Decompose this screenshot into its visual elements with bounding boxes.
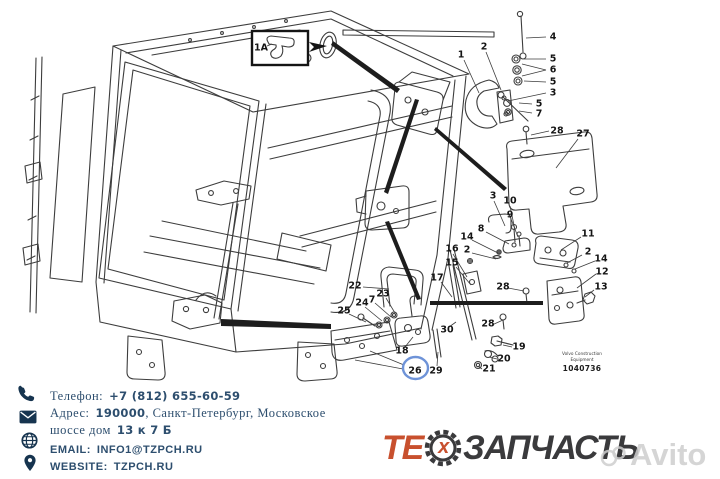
handle-detail-icon	[266, 35, 295, 59]
phone-number: +7 (812) 655-60-59	[109, 389, 241, 403]
inset-detail-box	[250, 29, 327, 67]
pointer-lines	[221, 41, 543, 329]
avito-watermark: Avito	[600, 437, 706, 473]
address-line2-number: 13 к 7 Б	[116, 423, 172, 437]
address-line2-text: шоссе дом	[50, 423, 111, 437]
contact-address-line1: Адрес: 190000, Санкт-Петербург, Московско…	[50, 402, 326, 421]
highlight-circle	[401, 355, 430, 381]
location-pin-icon	[23, 454, 41, 472]
envelope-icon	[19, 409, 37, 427]
doc-note: Volvo Construction Equipment 1040736	[550, 352, 614, 373]
watermark-text: Avito	[630, 437, 707, 472]
logo-gear-letter: х	[438, 435, 449, 458]
logo-suffix: ЗАПЧАСТЬ	[463, 428, 640, 467]
contact-email-line: EMAIL: INFO1@TZPCH.RU	[50, 438, 203, 457]
doc-note-brand-line1: Volvo Construction	[562, 351, 602, 357]
techzapchast-logo: ТЕ х ЗАПЧАСТЬ	[382, 428, 640, 468]
email-value: INFO1@TZPCH.RU	[96, 444, 203, 456]
address-rest: , Санкт-Петербург, Московское	[145, 406, 326, 420]
leader-lines	[266, 36, 597, 370]
contact-address-line2: шоссе дом 13 к 7 Б	[50, 419, 172, 438]
cab-line-art	[22, 10, 495, 382]
website-value: TZPCH.RU	[113, 461, 174, 473]
globe-icon	[21, 432, 39, 450]
parts-diagram	[22, 10, 598, 382]
contact-website-line: WEBSITE: TZPCH.RU	[50, 455, 173, 474]
gear-icon: х	[424, 429, 462, 467]
logo-prefix: ТЕ	[382, 428, 424, 467]
doc-note-brand-line2: Equipment	[570, 357, 594, 363]
website-label: WEBSITE:	[50, 461, 108, 473]
contact-phone-line: Телефон: +7 (812) 655-60-59	[50, 385, 240, 404]
watermark-dots-icon	[600, 446, 626, 467]
phone-icon	[17, 384, 35, 402]
inset-arrow	[309, 42, 327, 52]
address-zip: 190000	[95, 406, 146, 420]
email-label: EMAIL:	[50, 444, 91, 456]
phone-label: Телефон:	[50, 389, 104, 403]
exploded-parts	[330, 10, 598, 370]
address-label: Адрес:	[50, 406, 90, 420]
doc-number: 1040736	[562, 364, 602, 373]
